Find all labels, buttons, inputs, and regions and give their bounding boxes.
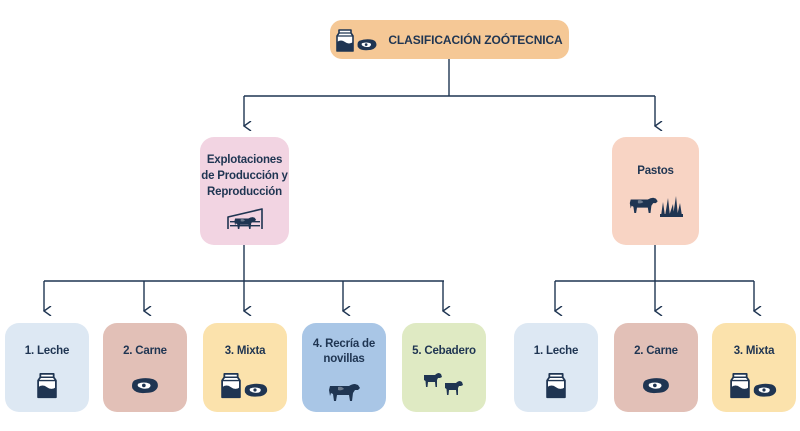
milk-carton-icon <box>336 28 355 52</box>
milk-carton-icon <box>730 372 750 399</box>
leaf-label: 1. Leche <box>533 345 579 357</box>
cow-icon <box>329 384 360 401</box>
leaf-pastos-mixta: 3. Mixta <box>712 323 796 412</box>
leaf-label: 1. Leche <box>24 345 70 357</box>
produccion-label: Explotaciones de Producción y Reproducci… <box>201 154 288 198</box>
leaf-label: 4. Recría de novillas <box>312 338 376 365</box>
root-label: CLASIFICACIÓN ZOÓTECNICA <box>388 32 563 47</box>
barn-cow-icon <box>227 208 263 230</box>
milk-carton-icon <box>546 372 566 399</box>
leaf-carne: 2. Carne <box>103 323 187 412</box>
steak-icon <box>244 383 268 397</box>
steak-icon <box>357 38 377 50</box>
leaf-mixta: 3. Mixta <box>203 323 287 412</box>
pastos-label: Pastos <box>637 165 674 177</box>
calves-icon <box>422 371 466 397</box>
leaf-label: 3. Mixta <box>224 345 266 357</box>
leaf-label: 2. Carne <box>123 345 167 357</box>
steak-icon <box>643 378 669 394</box>
pastos-node: Pastos <box>612 137 699 245</box>
produccion-node: Explotaciones de Producción y Reproducci… <box>200 137 289 245</box>
root-node: CLASIFICACIÓN ZOÓTECNICA <box>330 20 569 59</box>
milk-carton-icon <box>37 372 57 399</box>
leaf-recria: 4. Recría de novillas <box>302 323 386 412</box>
leaf-cebadero: 5. Cebadero <box>402 323 486 412</box>
milk-carton-icon <box>221 372 241 399</box>
steak-icon <box>132 378 158 394</box>
cow-grass-icon <box>628 193 684 217</box>
leaf-label: 3. Mixta <box>733 345 775 357</box>
leaf-leche: 1. Leche <box>5 323 89 412</box>
leaf-pastos-carne: 2. Carne <box>614 323 698 412</box>
steak-icon <box>753 383 777 397</box>
leaf-label: 2. Carne <box>634 345 678 357</box>
leaf-pastos-leche: 1. Leche <box>514 323 598 412</box>
leaf-label: 5. Cebadero <box>412 345 476 357</box>
